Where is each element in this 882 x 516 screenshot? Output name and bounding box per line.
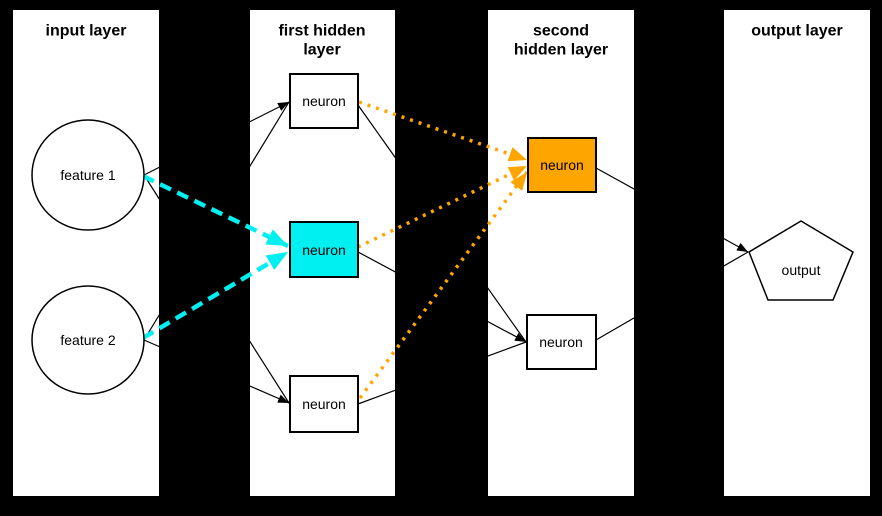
node-hidden1-neuron-top [289, 73, 359, 129]
panel-second-hidden-layer [488, 10, 634, 496]
label-hidden2-neuron-bottom: neuron [539, 334, 583, 350]
label-feature-2: feature 2 [60, 332, 115, 348]
edge-feature2-to-h1bottom [143, 339, 290, 404]
edge-h1top-to-h2bottom [357, 104, 527, 343]
panel-title-output-layer: output layer [751, 23, 843, 40]
node-hidden2-neuron-top [527, 137, 597, 193]
label-hidden1-neuron-middle: neuron [302, 242, 346, 258]
label-hidden1-neuron-bottom: neuron [302, 396, 346, 412]
edge-h1bottom-to-h2top [358, 170, 529, 400]
edge-feature1-to-h1top [143, 101, 290, 176]
edge-feature2-to-h1middle [141, 250, 290, 340]
panel-title-second-hidden-line2: hidden layer [514, 42, 608, 59]
orange-edges [357, 100, 529, 400]
node-output-pentagon [748, 220, 854, 301]
node-feature-2 [31, 285, 145, 395]
edge-h2bottom-to-output [595, 251, 749, 341]
node-feature-1 [31, 119, 145, 231]
edge-h1middle-to-h2bottom [357, 251, 527, 343]
node-hidden1-neuron-bottom [289, 375, 359, 433]
label-feature-1: feature 1 [60, 167, 115, 183]
panel-input-layer [13, 10, 159, 496]
edge-feature1-to-h1bottom [143, 174, 290, 404]
node-hidden1-neuron-middle [289, 221, 359, 278]
edge-h2top-to-output [595, 167, 749, 253]
cyan-edges [141, 173, 290, 340]
label-hidden1-neuron-top: neuron [302, 93, 346, 109]
node-hidden2-neuron-bottom [526, 314, 597, 370]
edge-feature1-to-h1middle [142, 173, 289, 249]
panel-title-first-hidden-line2: layer [303, 42, 340, 59]
label-hidden2-neuron-top: neuron [540, 157, 584, 173]
panel-title-input-layer: input layer [46, 23, 127, 40]
edge-feature2-to-h1top [143, 101, 290, 341]
panel-titles: input layer first hidden layer second hi… [46, 23, 843, 59]
edge-h1top-to-h2top [358, 100, 528, 162]
edge-h1bottom-to-h2bottom [357, 341, 527, 405]
nodes [31, 73, 854, 433]
panel-title-first-hidden-line1: first hidden [278, 23, 365, 40]
node-labels: feature 1 feature 2 neuron neuron neuron… [60, 93, 820, 412]
panel-title-second-hidden-line1: second [533, 23, 589, 40]
label-output: output [782, 262, 821, 278]
black-edges [143, 101, 749, 405]
